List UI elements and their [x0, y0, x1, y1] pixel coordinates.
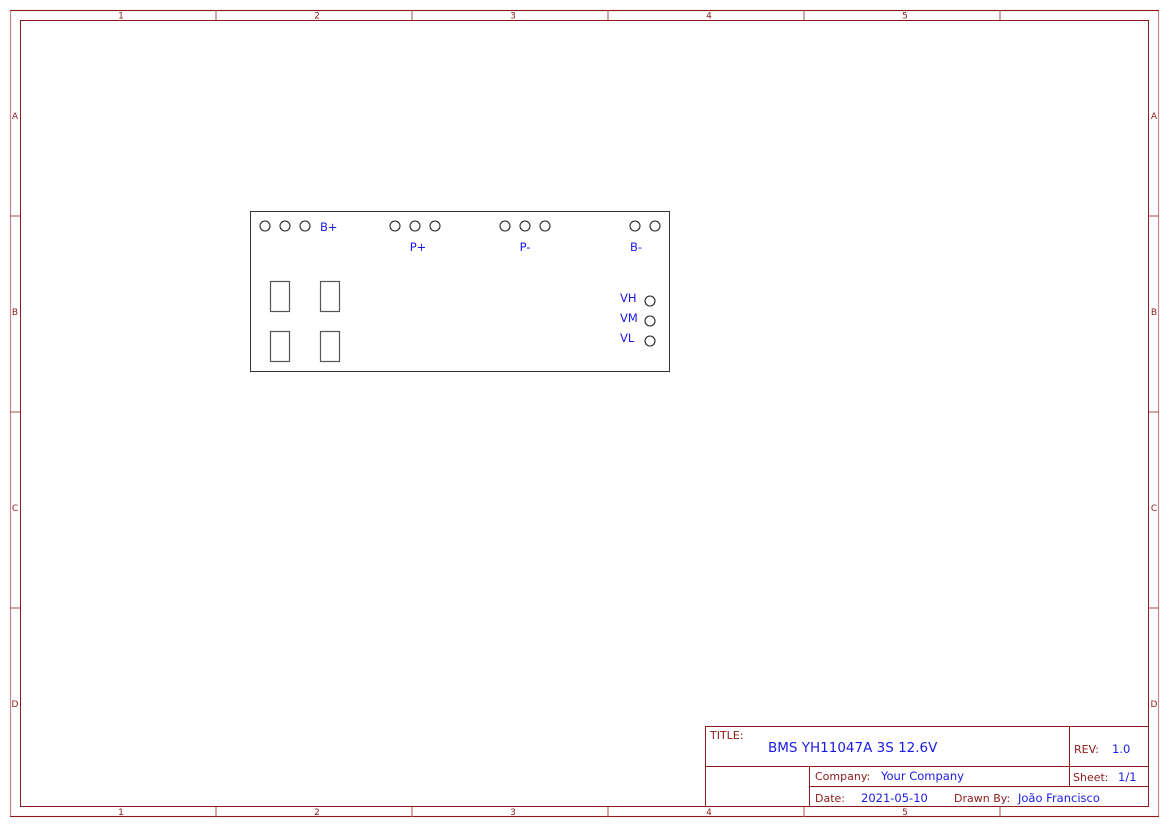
title-block: TITLE: BMS YH11047A 3S 12.6V REV: 1.0 Co…	[705, 726, 1149, 807]
drawn-by-value: João Francisco	[1017, 791, 1100, 805]
pin-label-b-plus: B+	[320, 220, 338, 234]
row-label-right-a: A	[1151, 112, 1158, 122]
drawn-by-label: Drawn By:	[954, 792, 1010, 805]
sheet-title: BMS YH11047A 3S 12.6V	[768, 740, 938, 756]
column-label-bottom-5: 5	[902, 808, 908, 818]
pin-label-vl: VL	[620, 331, 635, 345]
pad-circle-icon[interactable]	[644, 335, 656, 347]
pad-circle-icon[interactable]	[429, 220, 441, 232]
pin-group-p-minus[interactable]: P-	[499, 220, 551, 254]
rect-pad-icon	[269, 330, 291, 363]
pad-circle-icon[interactable]	[644, 295, 656, 307]
row-label-left-b: B	[12, 308, 18, 318]
pin-label-vh: VH	[620, 291, 637, 305]
side-pins[interactable]: VH VM VL	[620, 291, 656, 347]
column-label-bottom-4: 4	[706, 808, 712, 818]
row-label-left-a: A	[12, 112, 19, 122]
pin-group-p-plus[interactable]: P+	[389, 220, 441, 254]
rect-pads	[269, 280, 341, 363]
pad-circle-icon[interactable]	[649, 220, 661, 232]
rev-value: 1.0	[1112, 742, 1130, 756]
row-label-right-b: B	[1151, 308, 1157, 318]
rect-pad-icon	[269, 280, 291, 313]
column-ticks-top	[215, 10, 1001, 20]
column-label-top-3: 3	[510, 12, 516, 22]
date-label: Date:	[815, 792, 845, 805]
pad-circle-icon[interactable]	[499, 220, 511, 232]
row-label-left-d: D	[12, 700, 19, 710]
rev-label: REV:	[1074, 743, 1099, 756]
pad-circle-icon[interactable]	[519, 220, 531, 232]
company-value: Your Company	[880, 769, 964, 783]
row-ticks-right	[1149, 215, 1159, 609]
pad-circle-icon[interactable]	[644, 315, 656, 327]
pin-group-b-plus[interactable]: B+	[259, 220, 338, 234]
pin-label-vm: VM	[620, 311, 638, 325]
column-label-top-2: 2	[314, 12, 320, 22]
pin-label-p-minus: P-	[520, 240, 531, 254]
column-label-bottom-2: 2	[314, 808, 320, 818]
pin-group-b-minus[interactable]: B-	[629, 220, 661, 254]
pad-circle-icon[interactable]	[259, 220, 271, 232]
bms-component[interactable]: B+ P+ P- B-	[250, 211, 670, 372]
company-label: Company:	[815, 770, 870, 783]
pad-circle-icon[interactable]	[299, 220, 311, 232]
row-ticks-left	[10, 215, 20, 609]
outer-frame	[9, 9, 1160, 818]
title-label: TITLE:	[709, 729, 743, 742]
pad-circle-icon[interactable]	[409, 220, 421, 232]
pad-circle-icon[interactable]	[389, 220, 401, 232]
row-label-right-d: D	[1151, 700, 1158, 710]
row-label-right-c: C	[1151, 504, 1157, 514]
date-value: 2021-05-10	[861, 791, 928, 805]
column-label-bottom-1: 1	[118, 808, 124, 818]
rect-pad-icon	[319, 330, 341, 363]
pad-circle-icon[interactable]	[629, 220, 641, 232]
column-label-top-1: 1	[118, 12, 124, 22]
column-label-bottom-3: 3	[510, 808, 516, 818]
pin-label-b-minus: B-	[630, 240, 642, 254]
column-label-top-4: 4	[706, 12, 712, 22]
pad-circle-icon[interactable]	[279, 220, 291, 232]
pad-circle-icon[interactable]	[539, 220, 551, 232]
row-label-left-c: C	[12, 504, 18, 514]
column-label-top-5: 5	[902, 12, 908, 22]
column-ticks-bottom	[215, 807, 1001, 817]
pin-label-p-plus: P+	[410, 240, 427, 254]
component-body	[250, 211, 670, 372]
rect-pad-icon	[319, 280, 341, 313]
sheet-value: 1/1	[1118, 770, 1137, 784]
sheet-label: Sheet:	[1073, 771, 1109, 784]
inner-frame	[20, 20, 1149, 807]
